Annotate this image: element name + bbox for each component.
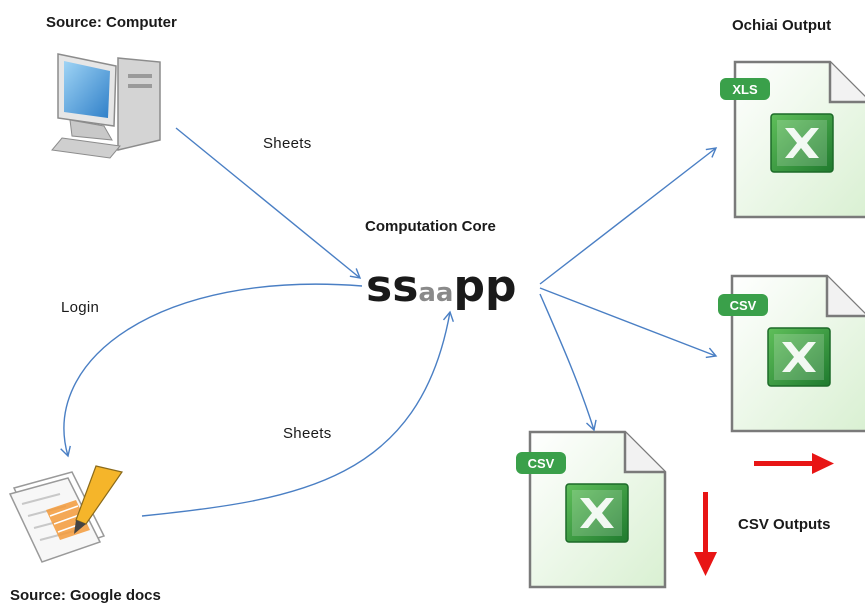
source-google-docs-label: Source: Google docs bbox=[10, 587, 161, 604]
logo-part-1: ss bbox=[366, 261, 418, 312]
csv-tag-bottom-text: CSV bbox=[528, 456, 555, 471]
csv-tag-right: CSV bbox=[718, 294, 768, 316]
arrow-computer-to-core bbox=[175, 127, 362, 279]
source-computer-label: Source: Computer bbox=[46, 14, 177, 31]
csv-tag-bottom: CSV bbox=[516, 452, 566, 474]
arrow-core-to-ochiai bbox=[539, 147, 718, 285]
xls-tag-text: XLS bbox=[732, 82, 758, 97]
google-docs-icon bbox=[8, 465, 123, 563]
ssaapp-logo: ssaapp bbox=[366, 261, 516, 312]
login-label: Login bbox=[61, 299, 100, 316]
red-arrow-right bbox=[754, 453, 834, 474]
ochiai-output-label: Ochiai Output bbox=[732, 17, 832, 34]
sheets-label-top: Sheets bbox=[263, 135, 312, 152]
sheets-label-bottom: Sheets bbox=[283, 425, 332, 442]
arrow-core-to-csv-right bbox=[539, 287, 718, 359]
red-arrow-down bbox=[694, 492, 717, 576]
computation-core-label: Computation Core bbox=[365, 218, 496, 235]
computer-icon bbox=[51, 53, 161, 159]
csv-tag-right-text: CSV bbox=[730, 298, 757, 313]
xls-tag: XLS bbox=[720, 78, 770, 100]
svg-text:ssaapp: ssaapp bbox=[366, 261, 516, 312]
arrow-core-to-csv-bottom bbox=[539, 293, 597, 432]
logo-part-3: pp bbox=[453, 261, 516, 312]
csv-outputs-label: CSV Outputs bbox=[738, 516, 831, 533]
arrow-google-to-core bbox=[141, 310, 454, 517]
arrow-core-to-google-login bbox=[60, 283, 363, 458]
logo-part-2: aa bbox=[418, 278, 453, 308]
